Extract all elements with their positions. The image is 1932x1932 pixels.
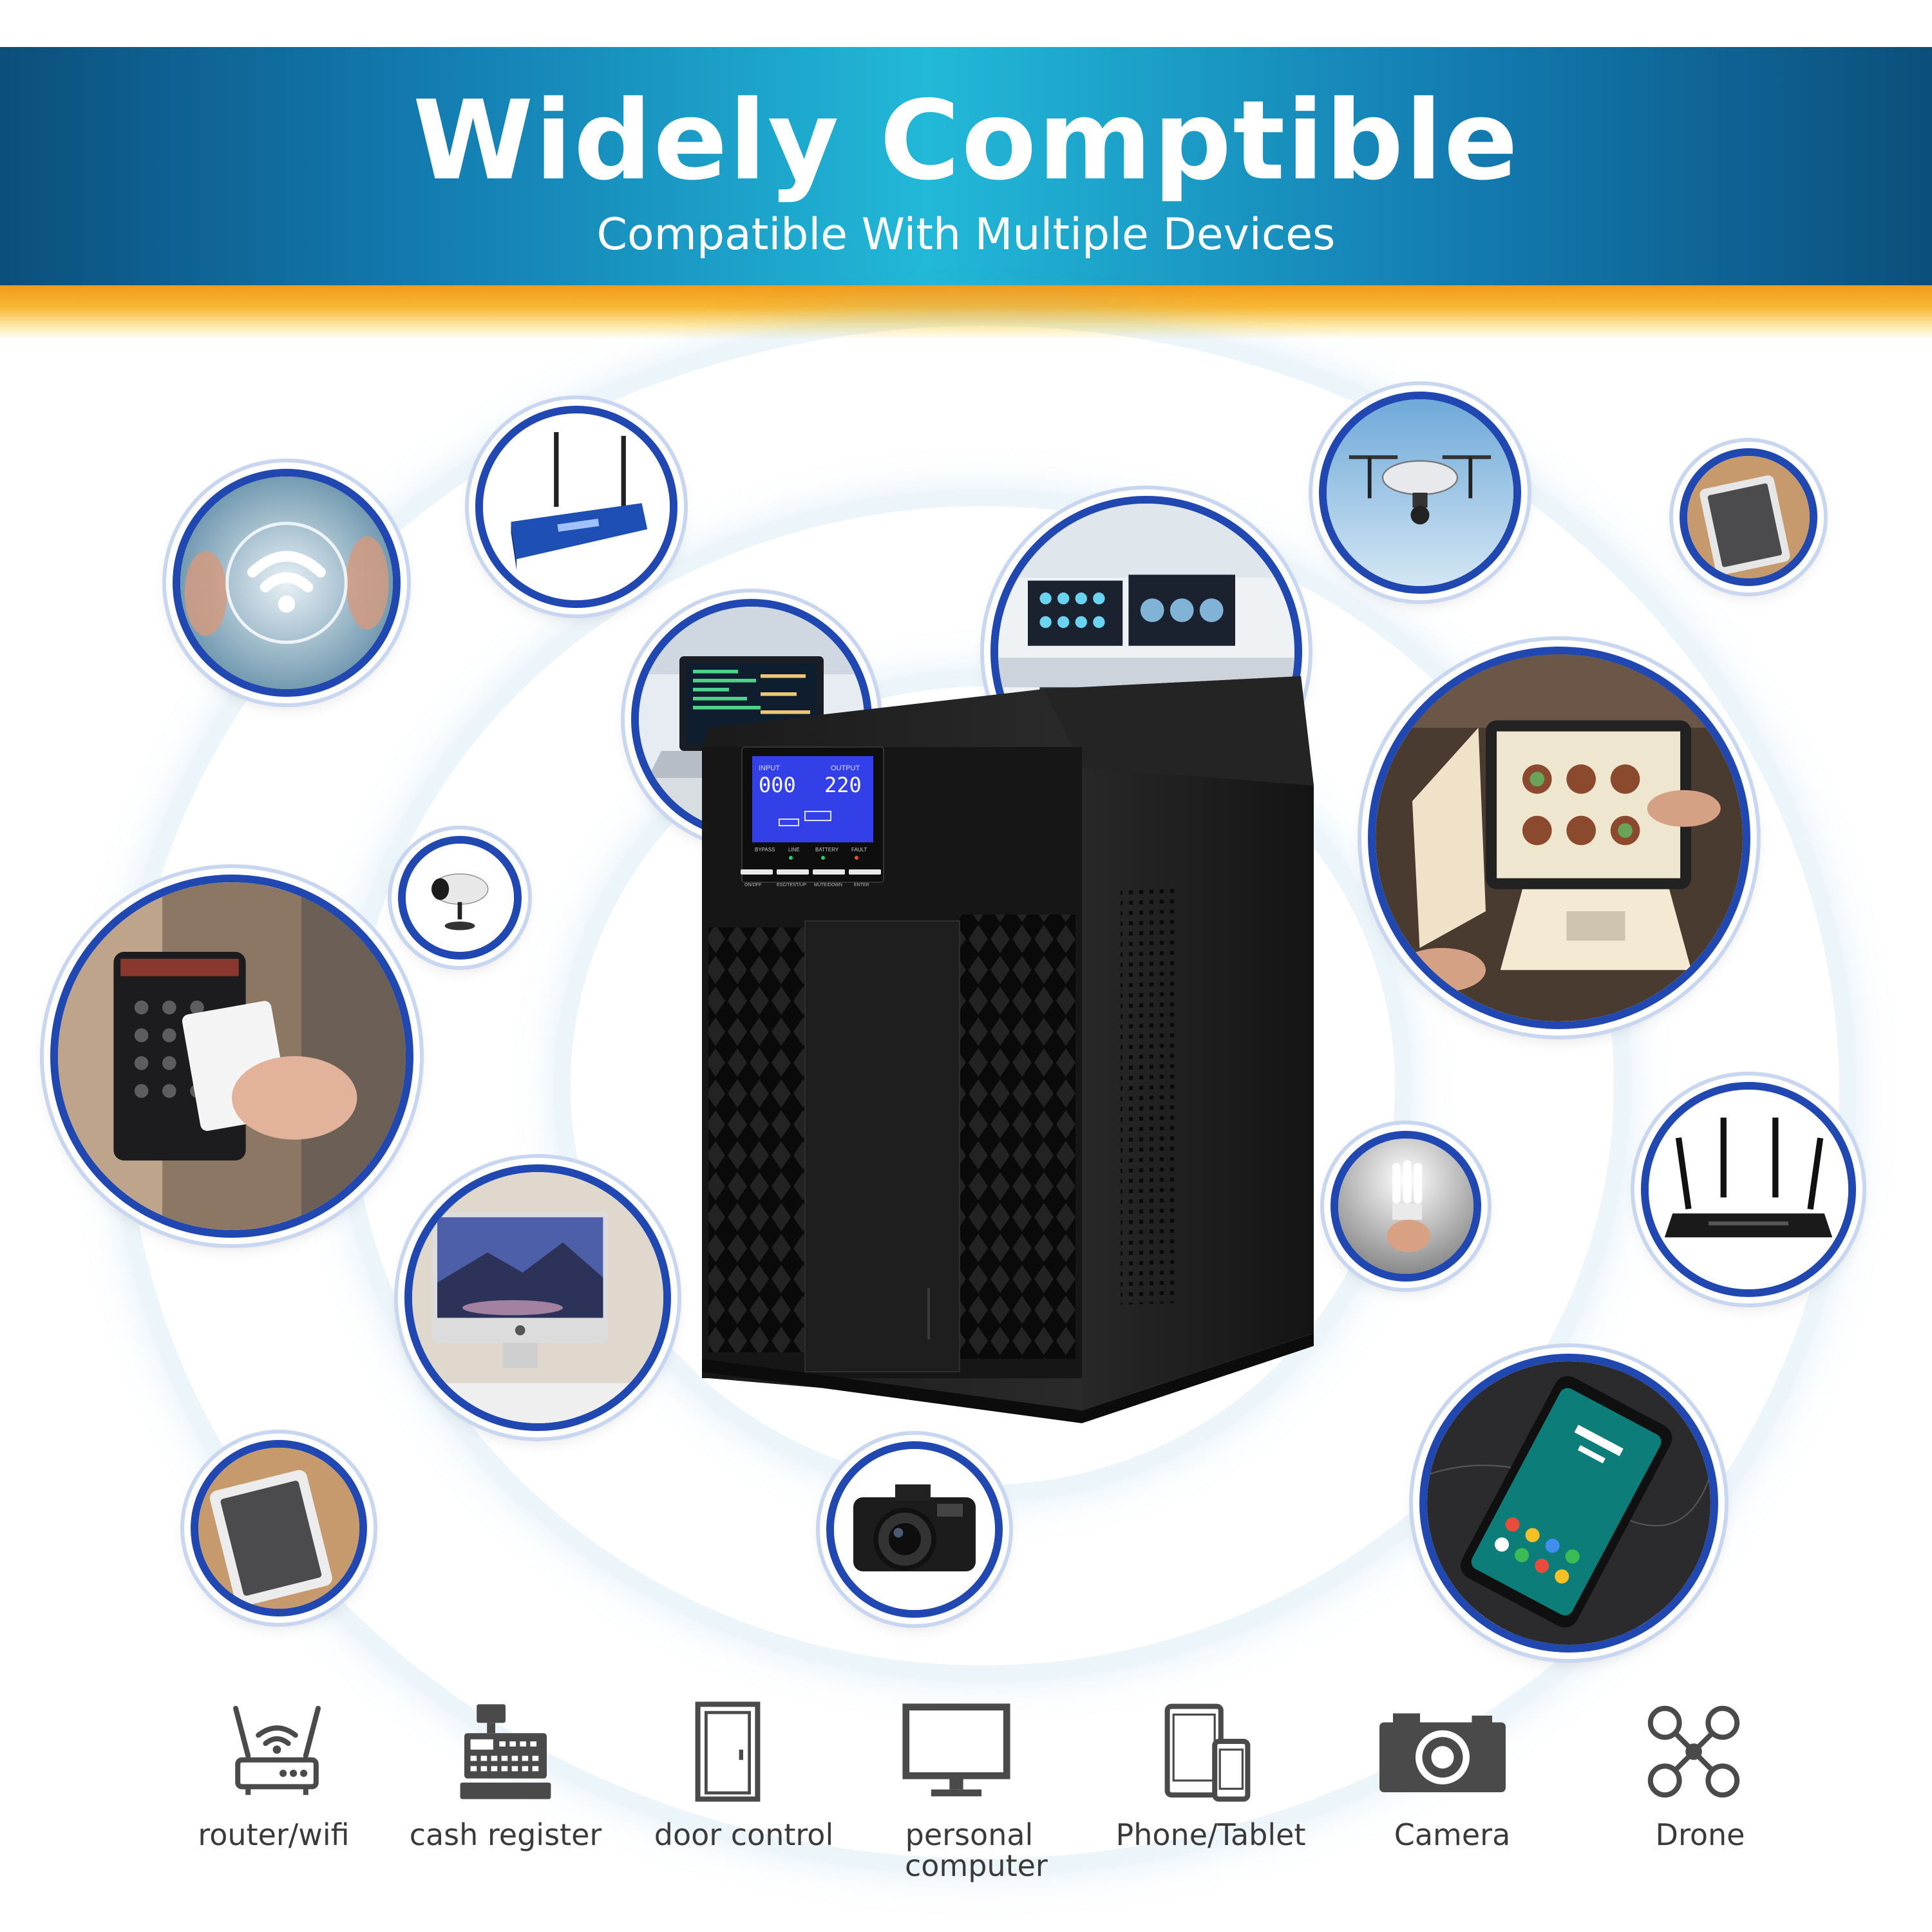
tablet-small-photo [1680, 448, 1817, 586]
ups-input-value: 000 [759, 773, 796, 797]
router-icon [193, 1694, 361, 1810]
router-label: router/wifi [198, 1817, 350, 1852]
phone-tablet-label: Phone/Tablet [1115, 1817, 1306, 1852]
smartphone-photo [1419, 1354, 1718, 1653]
security-camera-photo [398, 836, 522, 960]
page-title: Widely Comptible [412, 77, 1520, 205]
ups-unit: INPUT OUTPUT 000 220 BYPASS LINE BATTERY… [683, 676, 1340, 1423]
light-bulb-photo [1331, 1131, 1481, 1282]
drone-label: Drone [1655, 1817, 1745, 1852]
door-control-label: door control [654, 1817, 834, 1852]
ups-indicator-line: LINE [788, 847, 800, 853]
canon-camera-photo [826, 1441, 1003, 1618]
ups-indicator-bypass: BYPASS [755, 847, 775, 853]
ups-button-mute: MUTE/DOWN [814, 883, 842, 887]
ups-indicator-battery: BATTERY [815, 847, 839, 853]
ups-button-enter: ENTER [854, 883, 869, 887]
tablet-photo [191, 1440, 367, 1616]
page-subtitle: Compatible With Multiple Devices [596, 209, 1336, 260]
camera-icon [1359, 1694, 1526, 1810]
header-banner [0, 47, 1932, 285]
imac-photo [404, 1164, 671, 1431]
ups-output-value: 220 [824, 773, 862, 797]
personal-computer-label: personal computer [905, 1817, 1048, 1883]
phone-tablet-icon [1124, 1694, 1291, 1810]
ups-indicator-fault: FAULT [851, 847, 867, 853]
wifi-router-antennas-photo [1641, 1082, 1856, 1297]
ups-button-esc: ESC/TEST/UP [777, 883, 806, 887]
ups-input-label: INPUT [759, 764, 780, 772]
cash-register-label: cash register [409, 1817, 602, 1852]
ups-output-label: OUTPUT [831, 764, 860, 772]
wifi-hand-photo [173, 469, 401, 697]
linksys-router-photo [475, 406, 677, 608]
drone-photo [1319, 392, 1521, 594]
pos-terminal-photo [1368, 647, 1750, 1029]
door-icon [644, 1694, 811, 1810]
ups-button-onoff: ON/OFF [744, 883, 761, 887]
drone-icon [1610, 1694, 1777, 1810]
monitor-icon [873, 1694, 1040, 1810]
camera-label: Camera [1394, 1817, 1511, 1852]
cash-register-icon [422, 1694, 589, 1810]
door-access-card-photo [50, 875, 413, 1238]
